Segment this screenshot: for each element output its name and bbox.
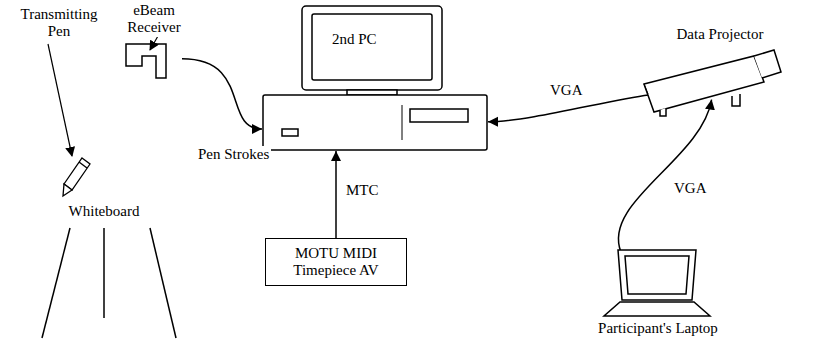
node-label: Participant's Laptop: [584, 320, 732, 337]
signal-connector: [182, 59, 262, 129]
connector-label: VGA: [548, 82, 585, 99]
receiver-leader: [150, 36, 158, 50]
transmitting-pen: [63, 158, 90, 196]
part-label: Transmitting Pen: [14, 6, 104, 41]
laptop-node: Participant's Laptop: [584, 246, 732, 348]
projector-node: Data Projector: [636, 26, 804, 118]
pen-leader: [48, 44, 72, 156]
node-label: Data Projector: [636, 26, 804, 43]
connector-label: Pen Strokes: [196, 146, 271, 163]
ebeam-receiver: [126, 44, 166, 78]
pc-node: 2nd PC: [262, 5, 488, 151]
connector-label: MTC: [344, 182, 381, 199]
signal-connector: [335, 151, 337, 238]
computer-drawing: [262, 5, 488, 151]
node-label: MOTU MIDI Timepiece AV: [281, 245, 391, 280]
node-label: 2nd PC: [332, 31, 377, 48]
easel-legs: [42, 228, 176, 338]
connector-label: VGA: [672, 180, 709, 197]
signal-connector: [618, 100, 711, 253]
board-node: Whiteboard: [26, 40, 182, 228]
part-label: eBeam Receiver: [112, 2, 196, 37]
node-label: Whiteboard: [26, 203, 182, 220]
box-node: MOTU MIDI Timepiece AV: [265, 238, 407, 286]
